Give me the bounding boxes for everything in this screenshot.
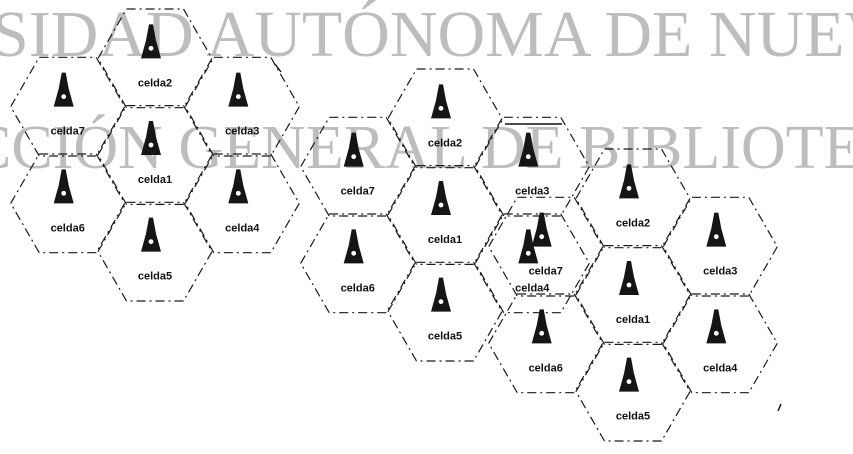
cell: celda7 [10,56,126,157]
antenna-tower-icon [619,357,639,392]
antenna-tower-icon [53,169,74,204]
antenna-tower-icon [343,229,364,264]
antenna-tower-icon [228,169,249,204]
antenna-tower-icon [706,309,727,344]
cell-label: celda7 [341,186,375,198]
cell-label: celda5 [428,331,462,343]
antenna-tower-icon [141,217,161,252]
cell-hexagon [387,165,503,265]
cell-label: celda4 [703,362,738,374]
cell-hexagon [575,245,691,345]
cell: celda4 [662,293,778,394]
antenna-tower-icon [518,229,539,264]
cell-label: celda4 [225,222,260,234]
antenna-tower-icon [531,212,552,247]
antenna-tower-icon [228,72,249,107]
watermark-line-1: SIDAD AUTÓNOMA DE NUEVO L [0,0,853,71]
cell-hexagon [10,153,126,254]
cell: celda7 [300,116,416,217]
cell-label: celda1 [428,234,462,246]
cell: celda7 [488,196,604,297]
cell-label: celda1 [616,314,650,326]
cell-label: celda5 [138,271,172,283]
antenna-tower-icon [531,309,552,344]
cells-layer: celda2 celda7 celda3 celda1 celda6 celda4 celd… [10,8,778,442]
cell-label: celda5 [616,411,650,423]
cell: celda5 [97,201,213,302]
antenna-tower-icon [619,261,639,295]
cell-cluster: celda2 celda7 celda3 celda1 celda6 celda4 celd… [300,68,590,362]
cell: celda1 [387,165,503,265]
antenna-tower-icon [518,132,539,167]
cell-label: celda3 [225,126,259,138]
cell-label: celda7 [51,126,85,138]
cell-cluster: celda2 celda7 celda3 celda1 celda6 celda4 celd… [10,8,300,302]
antenna-tower-icon [431,277,451,312]
cell: celda5 [387,261,503,362]
cell: celda3 [662,196,778,297]
cell: celda2 [387,68,503,169]
cell-hexagon [300,213,416,314]
watermark-line-2: CCIÓN GENERAL DE BIBLIOTECAS [0,114,853,182]
cell: celda6 [300,213,416,314]
cell-hexagon [97,104,213,205]
cell-hexagon [97,201,213,302]
cell: celda2 [97,8,213,109]
cell-hexagon [575,341,691,442]
cell-label: celda2 [138,77,172,89]
cell-hexagon [387,261,503,362]
cell-hexagon [488,293,604,394]
antenna-tower-icon [431,181,451,215]
cell-hexagon [662,293,778,394]
antenna-tower-icon [343,132,364,167]
antenna-tower-icon [141,121,161,155]
cell: celda3 [184,56,300,157]
cell: celda4 [474,213,590,314]
cell-hexagon [184,153,300,254]
cell: celda6 [488,293,604,394]
antenna-tower-icon [706,212,727,247]
cell-label: celda6 [529,362,563,374]
cell-label: celda2 [428,137,462,149]
antenna-tower-icon [431,84,451,119]
cell-label: celda7 [529,266,563,278]
cell: celda6 [10,153,126,254]
cell: celda1 [97,104,213,205]
cell-label: celda4 [515,282,550,294]
cell: celda1 [575,245,691,345]
cell-hexagon [474,213,590,314]
cell-label: celda6 [341,282,375,294]
cell: celda4 [184,153,300,254]
cell: celda3 [474,116,590,217]
cell-label: celda6 [51,222,85,234]
stray-marks [274,63,782,412]
cell-label: celda1 [138,174,172,186]
cell-cluster: celda2 celda7 celda3 celda1 celda6 celda4 celd… [488,148,778,442]
antenna-tower-icon [619,164,639,199]
cell-label: celda2 [616,217,650,229]
antenna-tower-icon [53,72,74,107]
cell-label: celda3 [703,266,737,278]
antenna-tower-icon [141,24,161,59]
cell: celda2 [575,148,691,249]
cell-label: celda3 [515,186,549,198]
cell: celda5 [575,341,691,442]
